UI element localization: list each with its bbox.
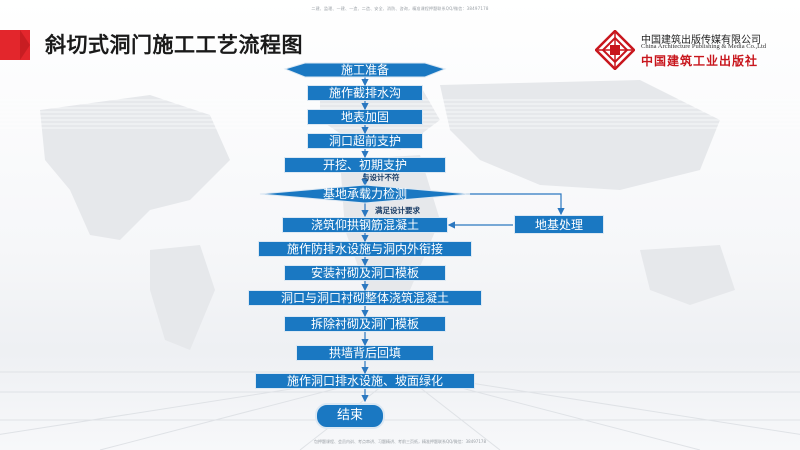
step-install-formwork: 安装衬砌及洞口模板	[284, 265, 446, 281]
step-drainage-ditch: 施作截排水沟	[307, 85, 423, 101]
note-not-match-design: 与设计不符	[362, 173, 400, 182]
publisher-name-cn: 中国建筑出版传媒有限公司	[641, 35, 761, 46]
publisher-brand-cn: 中国建筑工业出版社	[641, 54, 759, 68]
publisher-name-en: China Architecture Publishing & Media Co…	[641, 43, 767, 50]
start-label: 施工准备	[341, 63, 389, 77]
note-meets-design: 满足设计要求	[375, 206, 420, 215]
step-remove-formwork: 拆除衬砌及洞门模板	[284, 316, 446, 332]
title-accent-notch	[20, 30, 30, 60]
decision-label: 基地承载力检测	[323, 186, 407, 201]
step-excavation-support: 开挖、初期支护	[284, 157, 446, 173]
step-waterproofing: 施作防排水设施与洞内外衔接	[258, 241, 472, 257]
decision-shape	[259, 184, 471, 204]
end-terminal: 结束	[315, 403, 385, 429]
top-watermark-note: 二建、监理、一建、一造、二造、安全、消防、咨询，精准课程押题联系QQ/微信：38…	[311, 6, 489, 11]
arrow-decision-side	[466, 193, 565, 216]
step-foundation-treatment: 地基处理	[514, 215, 604, 234]
page-title: 斜切式洞门施工工艺流程图	[45, 33, 303, 57]
publisher-logo-icon	[595, 30, 635, 70]
start-shape	[283, 62, 447, 78]
step-invert-concrete: 浇筑仰拱钢筋混凝土	[282, 217, 448, 233]
bottom-watermark-note: 包押题课程、会员内训、考点串讲、习题精讲、考前三页纸，精准押题联系QQ/微信：3…	[313, 439, 486, 444]
